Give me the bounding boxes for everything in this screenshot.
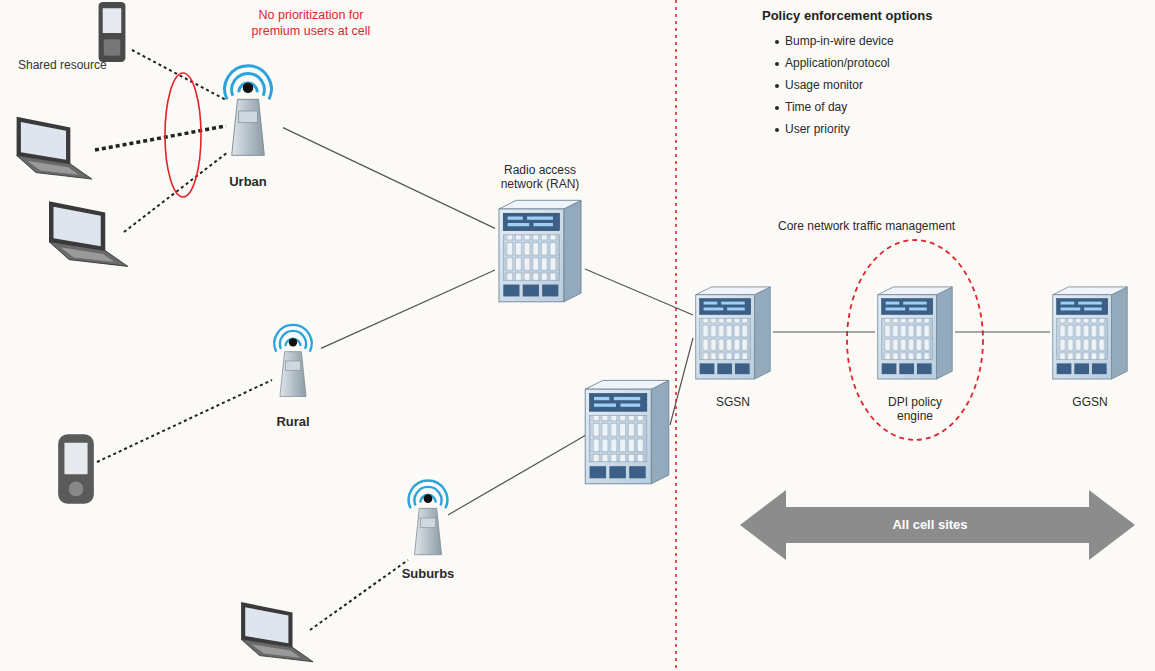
tower-shape <box>225 66 272 156</box>
node-label: SGSN <box>716 395 750 409</box>
bullet-dot <box>775 40 779 44</box>
backhaul-link <box>448 435 586 515</box>
phone-icon <box>99 2 126 62</box>
pda-icon <box>58 434 94 503</box>
wireless-link <box>97 380 272 462</box>
node-label: DPI policy engine <box>875 395 955 424</box>
server-shape <box>499 200 581 302</box>
double-arrow <box>740 490 1135 560</box>
list-item: Application/protocol <box>785 56 965 71</box>
node-label: Radio access network (RAN) <box>497 163 583 192</box>
network-link <box>773 331 875 332</box>
wireless-links <box>95 50 408 630</box>
cell-tower: Suburbs <box>399 478 457 582</box>
server-shape <box>696 287 770 379</box>
tower-icon <box>399 478 457 558</box>
network-link <box>955 331 1050 332</box>
network-link <box>585 269 693 315</box>
list-title: Policy enforcement options <box>762 8 982 24</box>
node-label: Suburbs <box>402 566 455 582</box>
sgsn-server: SGSN <box>693 283 773 409</box>
dpi-highlight-ring <box>847 240 983 440</box>
server-icon <box>1050 283 1130 381</box>
bullet-dot <box>775 128 779 132</box>
tower-shape <box>409 481 448 555</box>
arrow-label: All cell sites <box>860 517 1000 533</box>
backhaul-link <box>670 338 693 425</box>
bullet-dot <box>775 62 779 66</box>
network-link <box>283 128 495 229</box>
cell-tower: Urban <box>213 52 283 190</box>
bullet-dot <box>775 106 779 110</box>
tower-icon <box>265 318 321 404</box>
node-label: GGSN <box>1072 395 1107 409</box>
server-shape <box>1053 287 1127 379</box>
server-shape <box>878 287 952 379</box>
list-item: Bump-in-wire device <box>785 34 965 49</box>
cell-tower: Rural <box>265 318 321 430</box>
server-icon <box>693 283 773 381</box>
list-item: Usage monitor <box>785 78 965 93</box>
network-link <box>321 270 495 348</box>
ggsn-server: GGSN <box>1050 283 1130 409</box>
wireless-link <box>95 126 226 150</box>
laptop-icon <box>49 201 128 266</box>
shared-resource-ring <box>165 73 201 197</box>
wireless-link <box>310 560 408 630</box>
dpi-server: DPI policy engine <box>875 283 955 424</box>
laptop-icon <box>241 602 313 662</box>
ran-server: Radio access network (RAN) <box>495 163 585 304</box>
devices <box>17 2 313 662</box>
server-icon <box>875 283 955 381</box>
note: Shared resource <box>18 58 128 73</box>
server-icon <box>495 196 585 304</box>
tower-icon <box>213 52 283 170</box>
ran-server-icon <box>585 380 669 483</box>
node-label: Rural <box>276 414 309 430</box>
ran-core-divider <box>675 0 677 671</box>
list-item: User priority <box>785 122 965 137</box>
bullet-dot <box>775 84 779 88</box>
callout-note: No prioritization for premium users at c… <box>236 8 386 39</box>
tower-shape <box>274 325 311 397</box>
list-item: Time of day <box>785 100 965 115</box>
laptop-icon <box>17 117 92 179</box>
section-heading: Core network traffic management <box>778 219 1038 234</box>
node-label: Urban <box>229 174 267 190</box>
backhaul-links <box>448 338 693 515</box>
